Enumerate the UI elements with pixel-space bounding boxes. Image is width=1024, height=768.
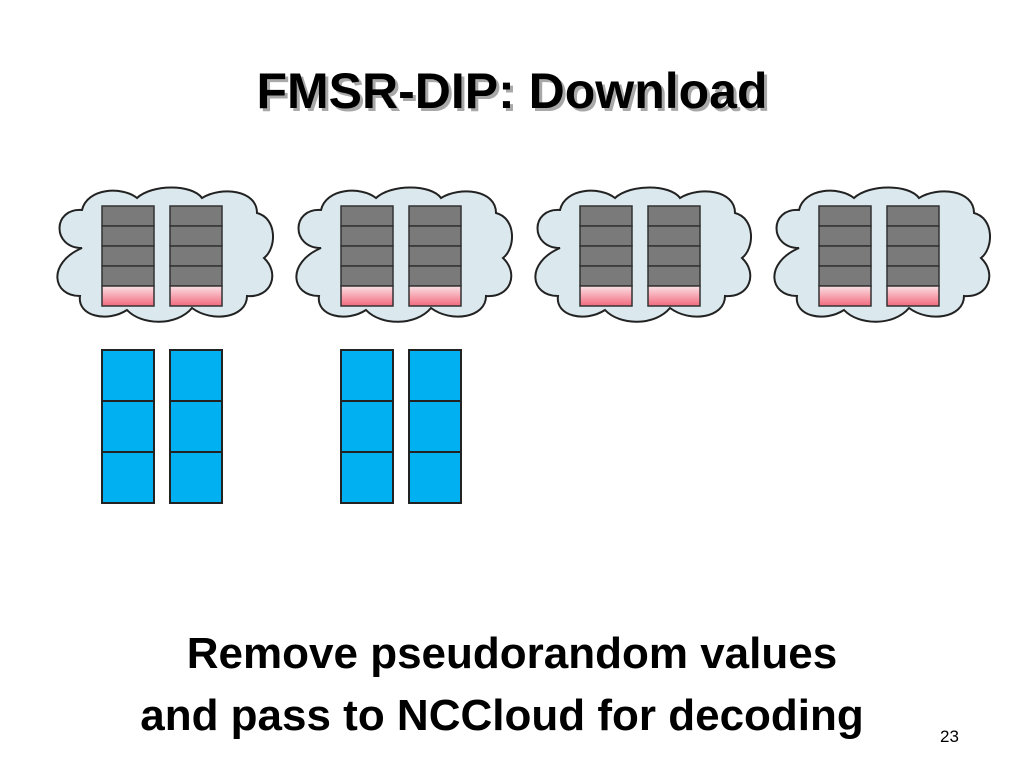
downloaded-block bbox=[408, 451, 462, 504]
downloaded-chunks-2 bbox=[340, 349, 462, 504]
cloud-3 bbox=[534, 186, 753, 323]
stored-block bbox=[169, 225, 223, 247]
stored-block bbox=[101, 245, 155, 267]
caption-line-2: and pass to NCCloud for decoding bbox=[140, 691, 864, 740]
stored-block bbox=[647, 245, 701, 267]
stored-block bbox=[818, 265, 872, 287]
downloaded-block bbox=[340, 349, 394, 402]
slide-number: 23 bbox=[940, 727, 959, 746]
stored-block bbox=[408, 205, 462, 227]
downloaded-block bbox=[408, 349, 462, 402]
pseudorandom-block bbox=[408, 285, 462, 307]
cloud-2 bbox=[295, 186, 514, 323]
downloaded-chunks-1 bbox=[101, 349, 223, 504]
stored-block bbox=[579, 245, 633, 267]
stored-block bbox=[647, 205, 701, 227]
stored-block bbox=[647, 225, 701, 247]
stored-block bbox=[340, 225, 394, 247]
downloaded-block bbox=[169, 451, 223, 504]
stored-block bbox=[818, 225, 872, 247]
stored-block bbox=[579, 225, 633, 247]
stored-block bbox=[101, 205, 155, 227]
downloaded-block bbox=[101, 400, 155, 453]
stored-block bbox=[886, 245, 940, 267]
stored-block bbox=[101, 265, 155, 287]
cloud-icon bbox=[295, 186, 514, 323]
cloud-1 bbox=[56, 186, 275, 323]
stored-block bbox=[408, 245, 462, 267]
stored-block bbox=[886, 265, 940, 287]
pseudorandom-block bbox=[340, 285, 394, 307]
pseudorandom-block bbox=[818, 285, 872, 307]
downloaded-block bbox=[340, 451, 394, 504]
downloaded-block bbox=[169, 400, 223, 453]
stored-block bbox=[886, 225, 940, 247]
stored-block bbox=[101, 225, 155, 247]
stored-block bbox=[818, 205, 872, 227]
pseudorandom-block bbox=[886, 285, 940, 307]
stored-block bbox=[340, 245, 394, 267]
stored-block bbox=[169, 205, 223, 227]
stored-block bbox=[408, 225, 462, 247]
pseudorandom-block bbox=[101, 285, 155, 307]
cloud-icon bbox=[56, 186, 275, 323]
stored-block bbox=[886, 205, 940, 227]
stored-block bbox=[169, 265, 223, 287]
stored-block bbox=[579, 205, 633, 227]
caption-line-1: Remove pseudorandom values bbox=[186, 629, 838, 678]
cloud-4 bbox=[773, 186, 992, 323]
stored-block bbox=[340, 205, 394, 227]
downloaded-block bbox=[101, 349, 155, 402]
stored-block bbox=[579, 265, 633, 287]
slide-title: FMSR-DIP: Download bbox=[256, 63, 768, 119]
pseudorandom-block bbox=[169, 285, 223, 307]
stored-block bbox=[169, 245, 223, 267]
pseudorandom-block bbox=[579, 285, 633, 307]
stored-block bbox=[818, 245, 872, 267]
pseudorandom-block bbox=[647, 285, 701, 307]
downloaded-block bbox=[340, 400, 394, 453]
stored-block bbox=[408, 265, 462, 287]
cloud-icon bbox=[534, 186, 753, 323]
downloaded-block bbox=[169, 349, 223, 402]
stored-block bbox=[647, 265, 701, 287]
stored-block bbox=[340, 265, 394, 287]
downloaded-block bbox=[101, 451, 155, 504]
downloaded-block bbox=[408, 400, 462, 453]
cloud-icon bbox=[773, 186, 992, 323]
